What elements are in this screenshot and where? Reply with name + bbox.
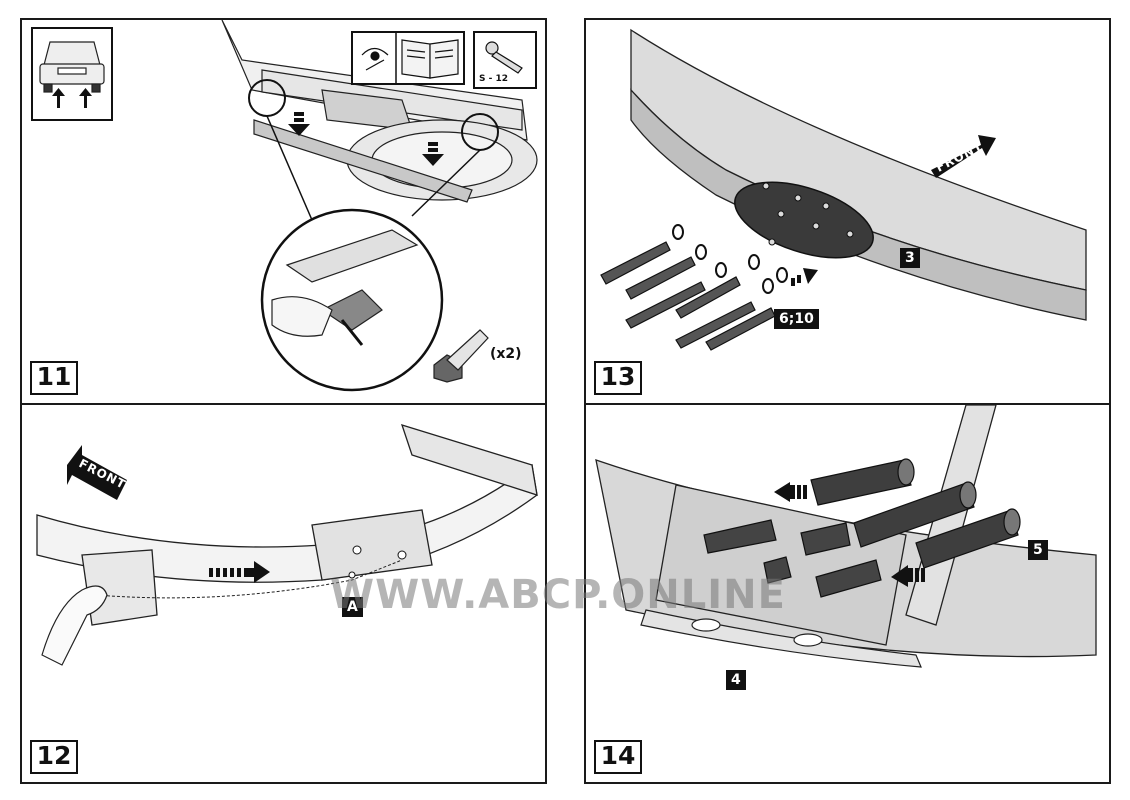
down-arrow-icon (288, 112, 444, 166)
step-12-illustration (36, 424, 538, 666)
mounting-plate (734, 181, 874, 259)
tool-size-label: S - 12 (479, 74, 509, 84)
step-number-11: 11 (30, 361, 78, 395)
insert-arrow-icon (791, 268, 818, 286)
spacer-part-label: 5 (1028, 540, 1048, 560)
slide-arrow-icon (209, 561, 270, 583)
step-number-12: 12 (30, 740, 78, 774)
detail-bracket-hand (271, 229, 419, 346)
step-13-illustration (600, 28, 1087, 351)
front-arrow-icon (931, 135, 996, 178)
bolt-icon (433, 329, 489, 383)
bolt-holes (348, 545, 407, 579)
step-14-panel: 5 4 14 (584, 403, 1111, 784)
step-14-illustration (595, 405, 1097, 668)
insert-arrow-icon (774, 482, 925, 587)
bolt-set (600, 241, 776, 351)
plate-part-label: 3 (900, 248, 920, 268)
bolt-quantity-label: (x2) (490, 346, 522, 362)
bottom-plate (640, 609, 922, 668)
mounting-bracket (253, 119, 473, 203)
step-13-panel: FRONT 3 6;10 13 (584, 18, 1111, 405)
step-number-14: 14 (594, 740, 642, 774)
wrench-icon (485, 41, 523, 74)
step-12-panel: FRONT A 12 (20, 403, 547, 784)
step-11-panel: S - 12 (x2) 11 (20, 18, 547, 405)
plate-part-label: 4 (726, 670, 746, 690)
car-rear-icon (39, 41, 105, 93)
up-arrow-icon (52, 88, 92, 108)
front-arrow-icon (67, 445, 127, 500)
step-number-13: 13 (594, 361, 642, 395)
bolt-part-label: 6;10 (774, 309, 819, 329)
step-11-illustration (31, 20, 538, 392)
plate-holes (762, 182, 854, 246)
spacer-tubes (703, 458, 1021, 598)
eye-icon (361, 47, 389, 71)
book-icon (401, 39, 459, 79)
part-a-label: A (342, 597, 363, 617)
hand-icon (41, 585, 108, 666)
watermark-text: WWW.ABCP.ONLINE (330, 572, 786, 618)
chassis-beam (630, 28, 1087, 321)
washer-icons (672, 224, 788, 294)
pull-wire (96, 559, 403, 599)
